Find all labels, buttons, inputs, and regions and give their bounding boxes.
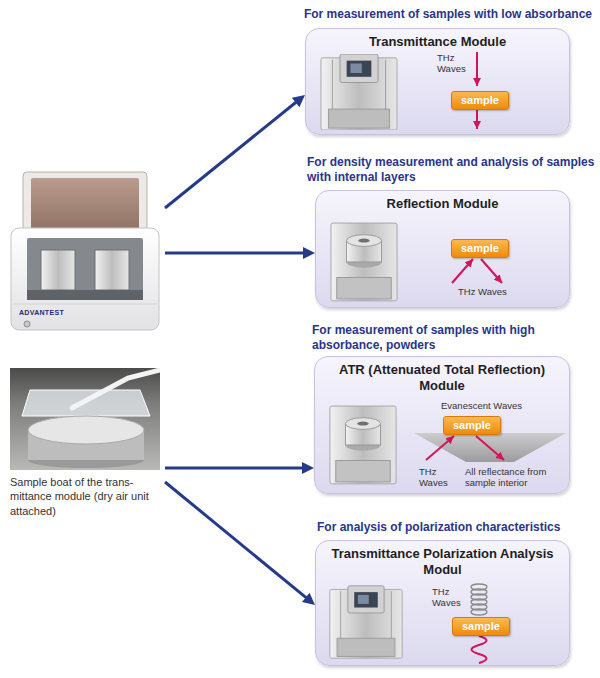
use-case-heading: For measurement of samples with low abso… [300,7,596,22]
use-case-heading: For measurement of samples with high abs… [300,323,596,352]
module-panel: For analysis of polarization characteris… [300,520,596,666]
sample-boat-photo: Sample boat of the trans- mittance modul… [5,368,165,520]
sample-box: sample [452,617,510,636]
flow-arrow [165,482,310,601]
wave-label: All reflectance from sample interior [465,467,567,488]
sample-box: sample [451,91,509,110]
use-case-heading: For density measurement and analysis of … [300,155,596,184]
connector-group [165,99,310,601]
illustration [5,170,165,332]
flow-arrow [165,467,308,470]
brand-name: ADVANTEST [19,308,64,317]
module-box: Transmittance Module sample THz Waves [305,28,570,135]
module-title: Transmittance Polarization Analysis Modu… [324,546,562,577]
wave-label: Evanescent Waves [441,401,522,412]
sample-label: sample [461,94,499,107]
illustration [10,368,160,470]
use-case-heading: For analysis of polarization characteris… [300,520,596,535]
flow-arrow [165,99,300,208]
photo-caption: Sample boat of the trans- mittance modul… [10,475,162,518]
wave-label: THz Waves [432,587,466,608]
module-panel: For measurement of samples with low abso… [300,7,596,135]
module-box: Reflection Module sampleTHz Waves [315,190,570,308]
module-box: ATR (Attenuated Total Reflection) Module… [314,356,570,494]
sample-box: sample [451,239,509,258]
sample-label: sample [461,242,499,255]
module-title: Transmittance Module [319,34,557,50]
sample-box: sample [443,416,501,435]
module-title: Reflection Module [324,196,562,212]
module-title: ATR (Attenuated Total Reflection) Module [323,362,561,393]
wave-label: THz Waves [458,287,507,298]
instrument-photo: ADVANTEST [5,170,165,332]
sample-label: sample [462,620,500,633]
module-box: Transmittance Polarization Analysis Modu… [315,540,570,666]
wave-label: THz Waves [437,53,471,74]
module-panel: For measurement of samples with high abs… [300,323,596,494]
flow-arrow [165,252,309,255]
module-panel: For density measurement and analysis of … [300,155,596,308]
sample-label: sample [453,419,491,432]
illustration-art [10,368,160,470]
illustration-art [11,172,159,330]
wave-label: THz Waves [419,467,453,488]
